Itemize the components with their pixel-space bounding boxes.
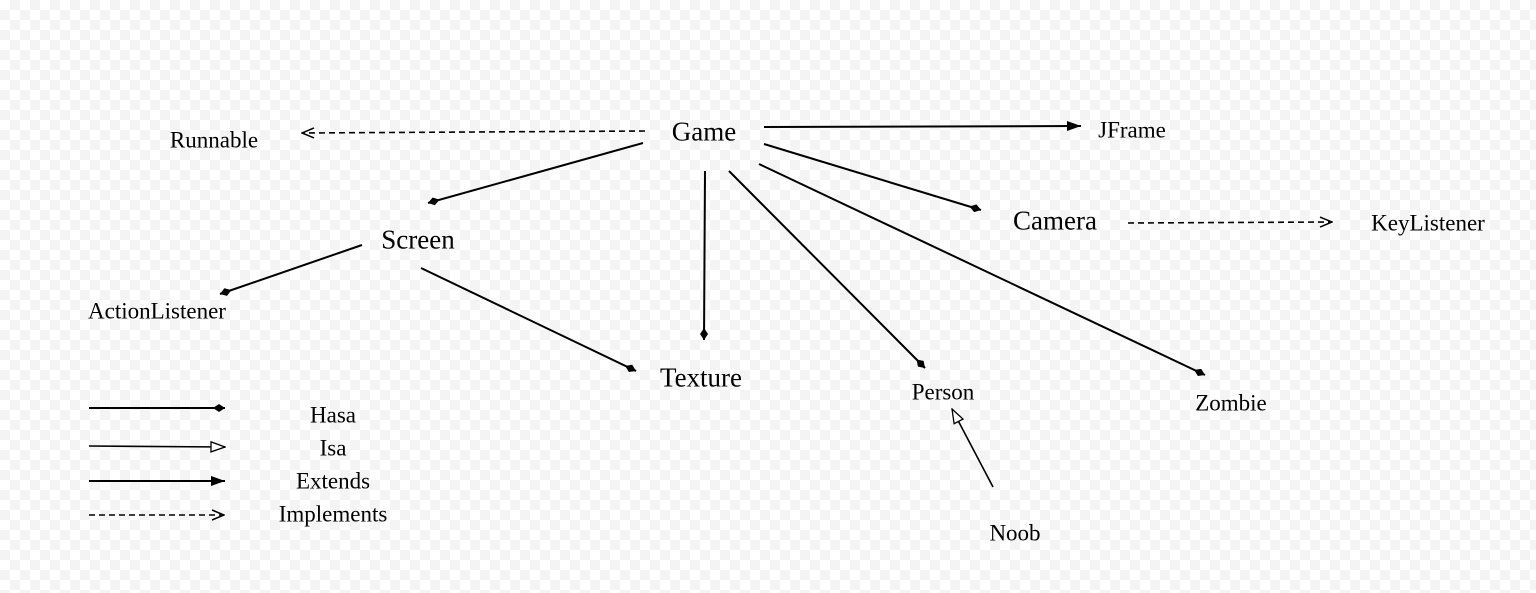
legend-extends-label: Extends (295, 468, 371, 494)
edge-noob-isa-person (952, 409, 994, 488)
node-person: Person (911, 379, 975, 405)
legend-hasa-label: Hasa (310, 402, 356, 428)
node-camera: Camera (1013, 205, 1097, 236)
legend-implements-label: Implements (278, 501, 388, 527)
node-actionlistener: ActionListener (88, 298, 226, 324)
node-noob: Noob (989, 520, 1041, 546)
edge-game-implements-runnable (302, 131, 646, 133)
node-runnable: Runnable (169, 127, 259, 153)
edge-game-hasa-camera (763, 143, 982, 213)
legend-isa-label: Isa (319, 435, 347, 461)
edge-game-extends-jframe (763, 121, 1082, 132)
edge-game-hasa-person (728, 170, 926, 369)
edge-screen-hasa-texture (420, 267, 637, 373)
edge-game-hasa-zombie (758, 163, 1206, 377)
node-zombie: Zombie (1195, 390, 1267, 416)
node-keylistener: KeyListener (1371, 210, 1485, 236)
node-screen: Screen (381, 224, 455, 255)
edge-game-hasa-texture (700, 170, 709, 341)
node-texture: Texture (659, 362, 743, 393)
edge-screen-hasa-actionlistener (219, 244, 363, 296)
legend-isa-line (88, 446, 225, 447)
edge-game-hasa-screen (427, 142, 644, 206)
edge-camera-implements-keylistener (1127, 222, 1332, 223)
node-game: Game (671, 116, 737, 147)
node-jframe: JFrame (1098, 117, 1166, 143)
